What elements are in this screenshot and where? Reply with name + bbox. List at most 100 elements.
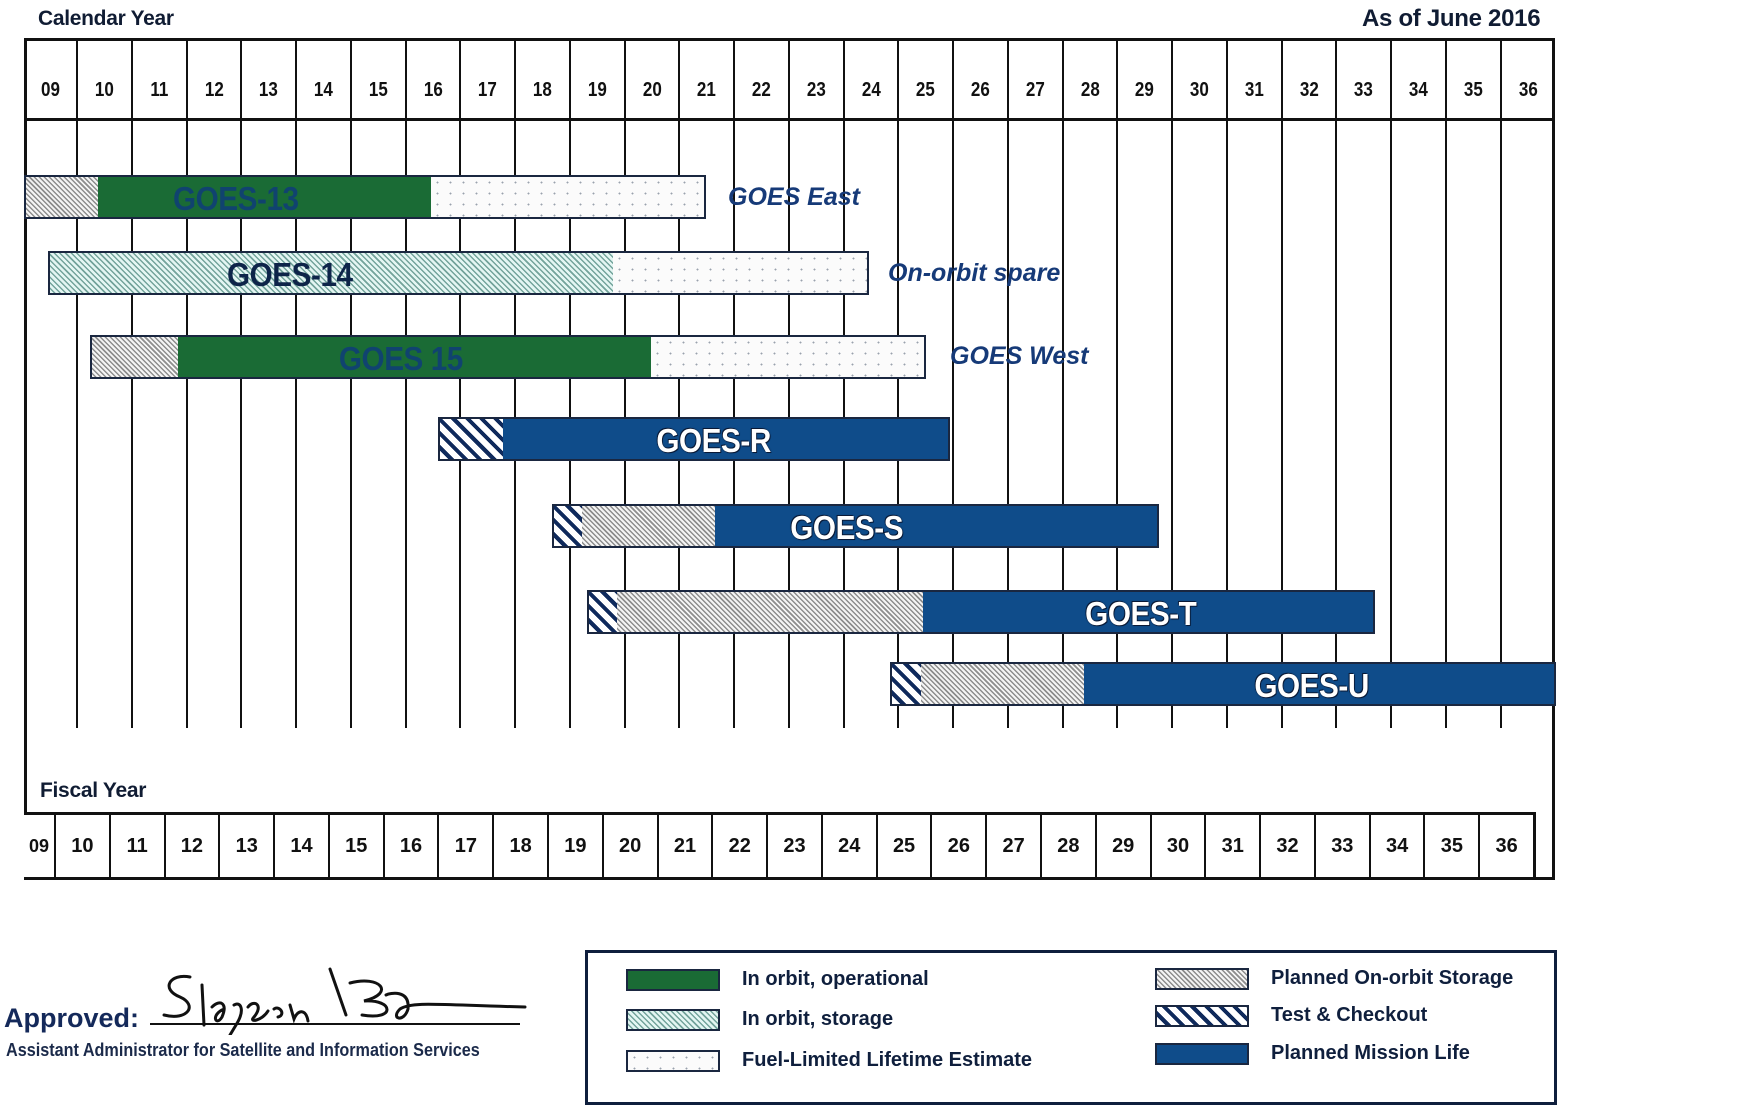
segment-fuel-limited <box>613 253 867 293</box>
segment-mission-life <box>715 506 1157 546</box>
legend-item-planned-storage: Planned On-orbit Storage <box>1155 967 1513 990</box>
calendar-year-cell: 30 <box>1189 78 1209 101</box>
calendar-year-cell: 34 <box>1408 78 1428 101</box>
segment-planned-storage <box>617 592 923 632</box>
calendar-year-cell: 18 <box>532 78 552 101</box>
legend-item-operational: In orbit, operational <box>626 968 929 991</box>
fiscal-year-cell: 12 <box>165 815 221 877</box>
fiscal-year-cell: 16 <box>384 815 440 877</box>
header-divider <box>24 118 1555 121</box>
calendar-year-cell: 21 <box>697 78 717 101</box>
calendar-year-cell: 25 <box>916 78 936 101</box>
calendar-year-cell: 24 <box>861 78 881 101</box>
fiscal-year-cell: 24 <box>822 815 878 877</box>
year-gridline <box>1171 38 1173 728</box>
legend-swatch-operational <box>626 968 720 991</box>
segment-test-checkout <box>589 592 617 632</box>
fiscal-year-cell: 15 <box>329 815 385 877</box>
year-gridline <box>1225 38 1228 728</box>
calendar-year-cell: 20 <box>642 78 662 101</box>
fiscal-year-cell: 27 <box>987 815 1043 877</box>
calendar-year-cell: 27 <box>1025 78 1045 101</box>
year-gridline <box>1335 38 1338 728</box>
label-goes-east: GOES East <box>728 183 860 211</box>
segment-operational <box>178 337 651 377</box>
legend-item-fuel-limited: Fuel-Limited Lifetime Estimate <box>626 1049 1032 1072</box>
segment-planned-storage <box>582 506 715 546</box>
fiscal-year-cell: 10 <box>56 815 111 877</box>
calendar-year-cell: 10 <box>94 78 114 101</box>
legend-item-test-checkout: Test & Checkout <box>1155 1004 1427 1027</box>
calendar-year-cell: 31 <box>1244 78 1264 101</box>
legend-item-inorbit-storage: In orbit, storage <box>626 1008 893 1031</box>
fiscal-year-cell: 23 <box>768 815 823 877</box>
fiscal-year-cell: 14 <box>275 815 330 877</box>
legend-text: Test & Checkout <box>1271 1004 1428 1026</box>
segment-inorbit-storage <box>50 253 613 293</box>
year-gridline <box>514 38 516 728</box>
segment-planned-storage <box>92 337 178 377</box>
bar-label-goes-15: GOES 15 <box>338 340 463 377</box>
calendar-year-cell: 09 <box>41 78 60 101</box>
bar-label-goes-14: GOES-14 <box>226 256 353 293</box>
fiscal-year-cell: 36 <box>1480 815 1536 877</box>
bar-goes-r: GOES-R <box>438 417 950 461</box>
approved-label: Approved: <box>4 1003 139 1033</box>
approver-title: Assistant Administrator for Satellite an… <box>6 1040 480 1060</box>
calendar-year-cell: 33 <box>1354 78 1374 101</box>
fiscal-year-cell: 31 <box>1206 815 1262 877</box>
calendar-year-cell: 15 <box>368 78 388 101</box>
fiscal-year-cell: 22 <box>713 815 769 877</box>
fiscal-year-cell: 34 <box>1370 815 1426 877</box>
segment-test-checkout <box>892 664 921 704</box>
year-gridline <box>130 38 133 728</box>
legend-text: Planned On-orbit Storage <box>1271 967 1514 989</box>
fiscal-year-cell: 25 <box>877 815 933 877</box>
year-gridline <box>295 38 297 728</box>
as-of-date: As of June 2016 <box>1362 5 1541 32</box>
legend-item-mission-life: Planned Mission Life <box>1155 1042 1470 1065</box>
calendar-year-cell: 26 <box>970 78 990 101</box>
year-gridline <box>1116 38 1119 728</box>
year-gridline <box>1499 38 1502 728</box>
calendar-year-cell: 36 <box>1518 78 1538 101</box>
fiscal-year-cell: 13 <box>220 815 276 877</box>
segment-test-checkout <box>440 419 503 459</box>
bar-label-goes-r: GOES-R <box>656 422 771 459</box>
year-gridline <box>842 38 845 728</box>
label-on-orbit-spare: On-orbit spare <box>888 259 1061 287</box>
bar-label-goes-13: GOES-13 <box>172 180 299 217</box>
year-gridline <box>349 38 352 728</box>
fiscal-year-cell: 19 <box>549 815 604 877</box>
year-gridline <box>1390 38 1392 728</box>
segment-test-checkout <box>554 506 582 546</box>
fiscal-year-cell: 35 <box>1425 815 1481 877</box>
legend-swatch-inorbit-storage <box>626 1008 720 1031</box>
year-gridline <box>1444 38 1447 728</box>
signature-line <box>150 1023 520 1025</box>
year-gridline <box>459 38 462 728</box>
fiscal-year-cell: 29 <box>1096 815 1152 877</box>
bar-goes-13: GOES-13 <box>24 175 706 219</box>
year-gridline <box>623 38 626 728</box>
segment-mission-life <box>503 419 948 459</box>
calendar-year-cell: 14 <box>313 78 333 101</box>
legend-swatch-mission-life <box>1155 1042 1249 1065</box>
calendar-year-cell: 32 <box>1299 78 1319 101</box>
calendar-year-cell: 16 <box>423 78 443 101</box>
year-gridline <box>733 38 735 728</box>
bar-goes-15: GOES 15 <box>90 335 926 379</box>
segment-fuel-limited <box>431 177 704 217</box>
year-gridline <box>1006 38 1009 728</box>
year-gridline <box>185 38 188 728</box>
calendar-year-cell: 35 <box>1463 78 1483 101</box>
fiscal-year-cell: 28 <box>1042 815 1097 877</box>
calendar-year-cell: 19 <box>587 78 607 101</box>
year-gridline <box>678 38 681 728</box>
bar-label-goes-t: GOES-T <box>1085 595 1197 632</box>
fiscal-year-cell: 21 <box>658 815 714 877</box>
calendar-year-cell: 17 <box>478 78 498 101</box>
legend-text: In orbit, operational <box>742 968 929 990</box>
label-goes-west: GOES West <box>950 342 1089 370</box>
